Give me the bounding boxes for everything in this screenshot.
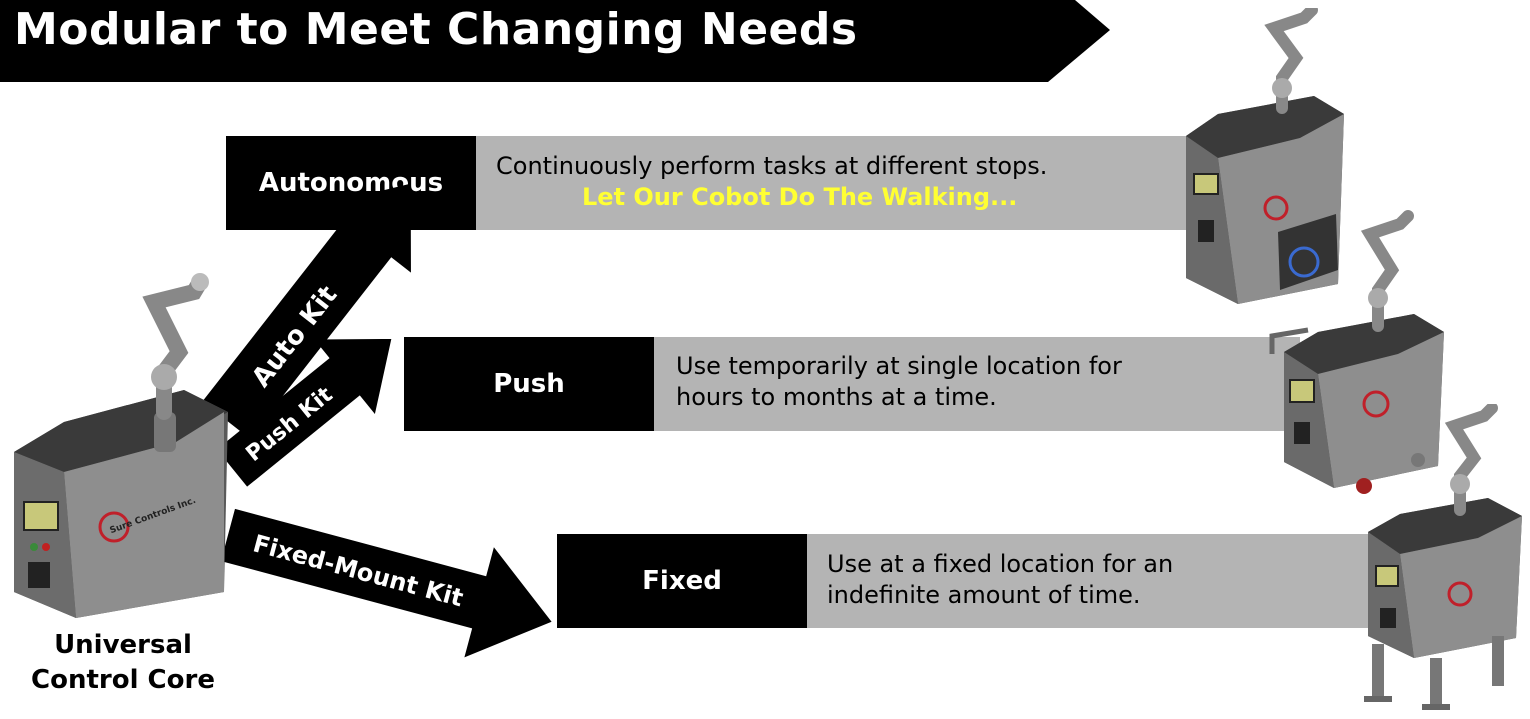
mode-label-push: Push: [404, 337, 654, 431]
mode-row-push: Push Use temporarily at single location …: [404, 337, 1300, 431]
title-banner: [0, 0, 1110, 82]
core-caption: Universal Control Core: [0, 628, 246, 698]
mode-desc-push: Use temporarily at single location for h…: [654, 337, 1300, 431]
universal-control-core-robot: Sure Controls Inc.: [14, 273, 228, 618]
mode-desc-fixed: Use at a fixed location for an indefinit…: [807, 534, 1400, 628]
mode-desc-autonomous-tagline: Let Our Cobot Do The Walking...: [582, 183, 1018, 211]
page-title: Modular to Meet Changing Needs: [14, 4, 858, 55]
mode-desc-autonomous-line1: Continuously perform tasks at different …: [496, 152, 1048, 180]
mode-desc-autonomous: Continuously perform tasks at different …: [476, 136, 1200, 230]
core-caption-line1: Universal: [54, 630, 192, 660]
mode-label-fixed: Fixed: [557, 534, 807, 628]
fixed-robot: [1364, 404, 1522, 710]
core-caption-line2: Control Core: [31, 665, 215, 695]
mode-row-fixed: Fixed Use at a fixed location for an ind…: [557, 534, 1400, 628]
push-robot: [1269, 210, 1444, 494]
mode-desc-fixed-line2: indefinite amount of time.: [827, 581, 1141, 609]
mode-desc-push-line2: hours to months at a time.: [676, 383, 997, 411]
fixed-mount-kit-arrow: Fixed-Mount Kit: [221, 508, 552, 658]
mode-row-autonomous: Autonomous Continuously perform tasks at…: [226, 136, 1200, 230]
mode-desc-fixed-line1: Use at a fixed location for an: [827, 550, 1174, 578]
autonomous-robot: [1186, 8, 1344, 304]
mode-desc-push-line1: Use temporarily at single location for: [676, 352, 1122, 380]
